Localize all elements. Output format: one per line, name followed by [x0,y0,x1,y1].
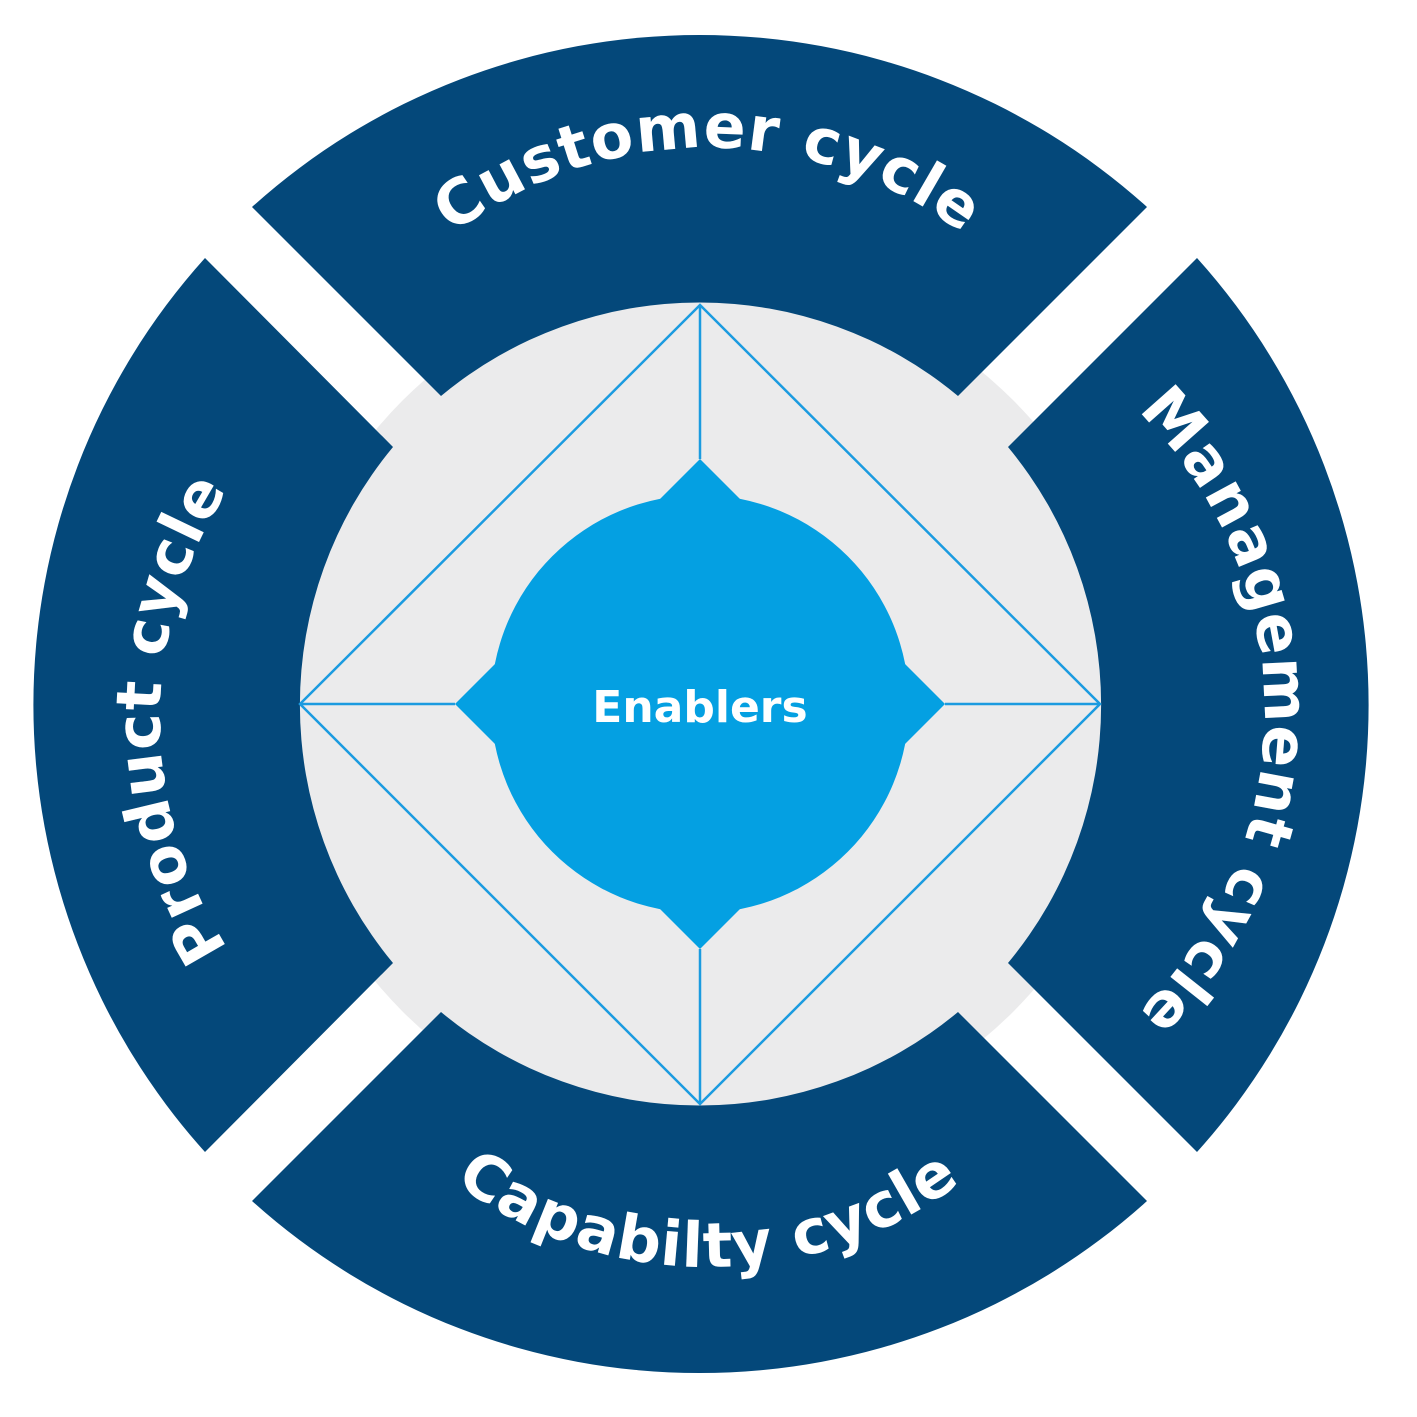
enablers-label: Enablers [592,682,807,733]
segment-bottom [252,1012,1147,1374]
segment-top [252,34,1147,396]
enablers-point-top [652,459,748,507]
segment-right [1008,258,1369,1152]
segment-left [33,258,393,1152]
enablers-point-bottom [652,901,748,949]
enablers-point-right [897,656,945,752]
enablers-point-left [455,656,503,752]
enablers-circle [491,495,909,913]
